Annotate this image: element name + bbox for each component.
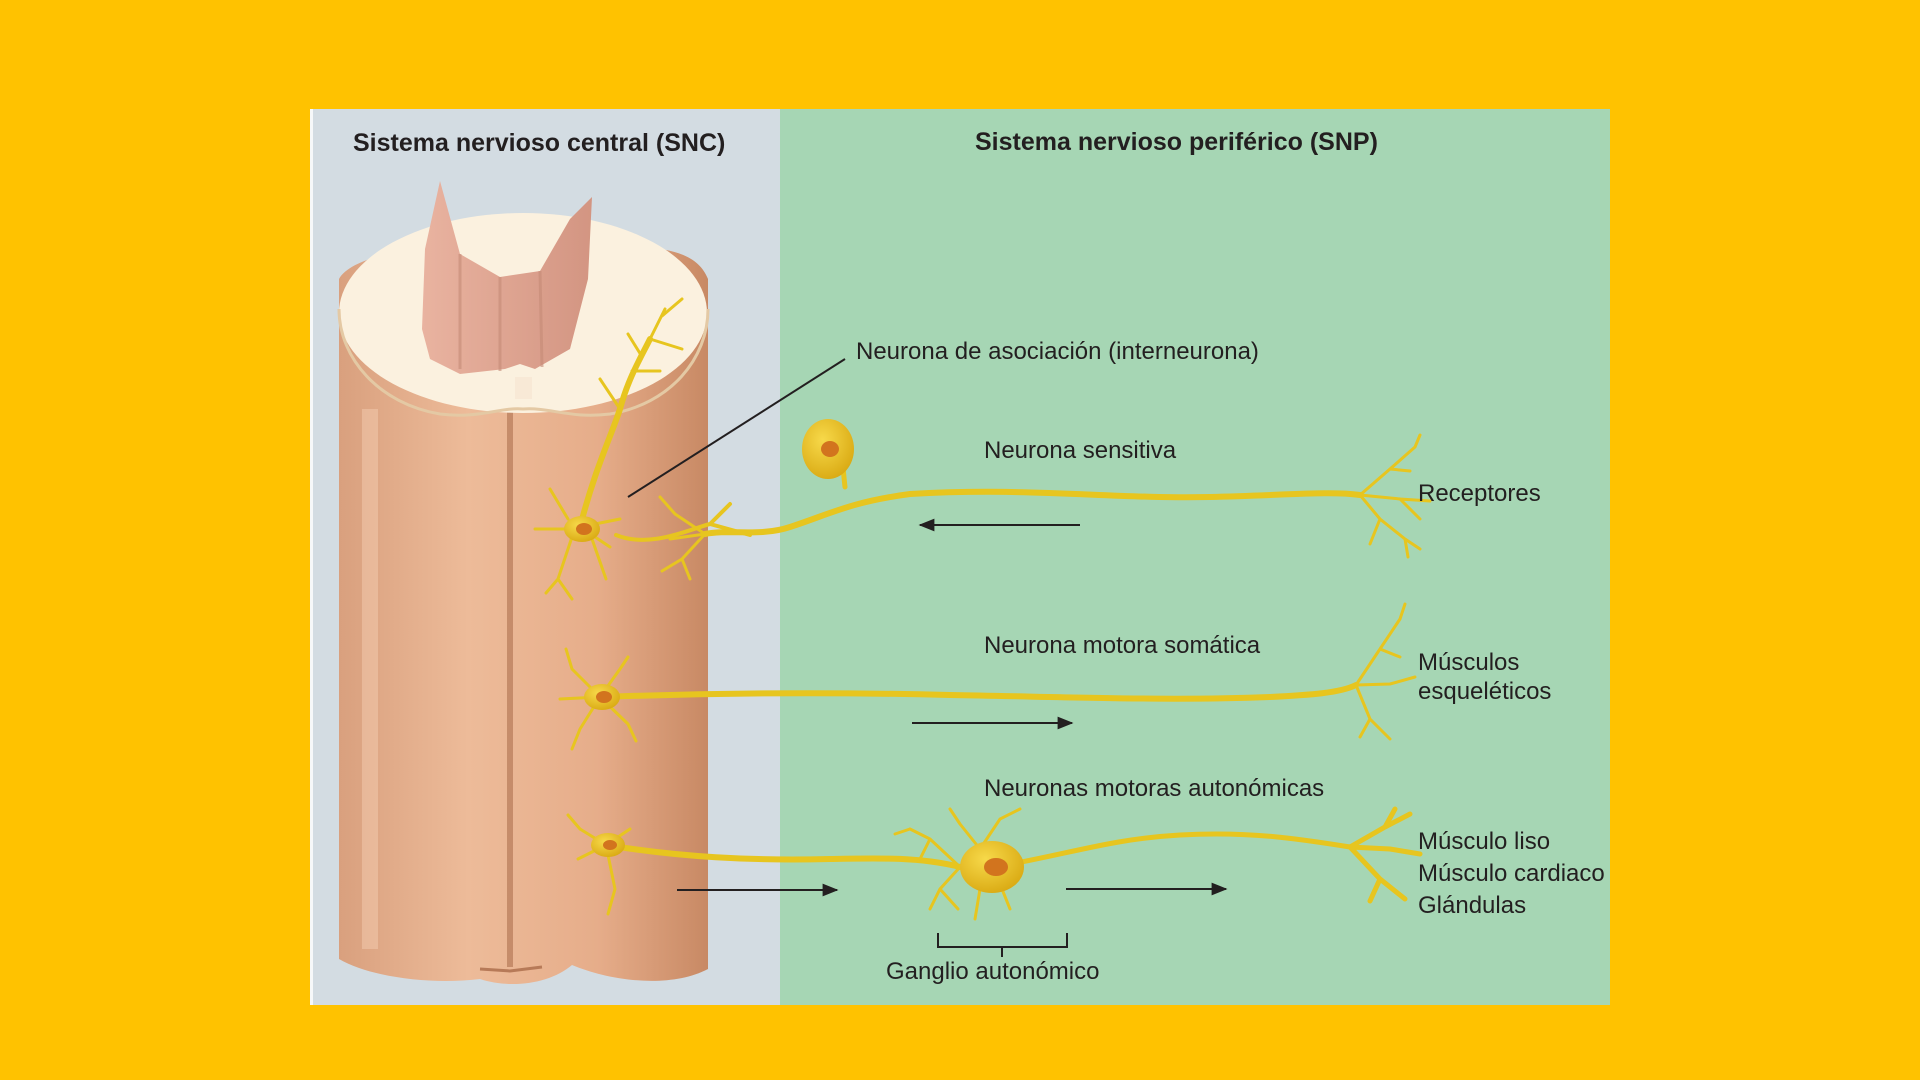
pns-panel (780, 109, 1610, 1005)
glands-label: Glándulas (1418, 892, 1527, 919)
interneuron-label: Neurona de asociación (interneurona) (856, 338, 1259, 365)
gray-matter (422, 181, 592, 374)
sensory-neuron-label: Neurona sensitiva (984, 437, 1177, 464)
somatic-motor-neuron (558, 602, 1417, 751)
ganglion-label: Ganglio autonómico (886, 958, 1100, 985)
sensory-neuron (658, 433, 1432, 581)
diagram-artwork (310, 109, 1610, 1005)
skeletal-muscles-label-line2: esqueléticos (1418, 678, 1552, 705)
autonomic-motor-neurons (566, 806, 1423, 921)
cns-header: Sistema nervioso central (SNC) (353, 129, 726, 157)
ganglion-bracket (937, 933, 1068, 957)
autonomic-neurons-label: Neuronas motoras autonómicas (984, 775, 1325, 802)
skeletal-muscles-label-line1: Músculos (1418, 649, 1520, 676)
pns-header: Sistema nervioso periférico (SNP) (975, 128, 1378, 156)
somatic-neuron-label: Neurona motora somática (984, 632, 1261, 659)
nervous-system-diagram: Sistema nervioso central (SNC) Sistema n… (310, 109, 1610, 1005)
cardiac-muscle-label: Músculo cardiaco (1418, 860, 1605, 887)
receptors-label: Receptores (1418, 480, 1541, 507)
smooth-muscle-label: Músculo liso (1418, 828, 1551, 855)
spinal-cord (337, 181, 710, 985)
